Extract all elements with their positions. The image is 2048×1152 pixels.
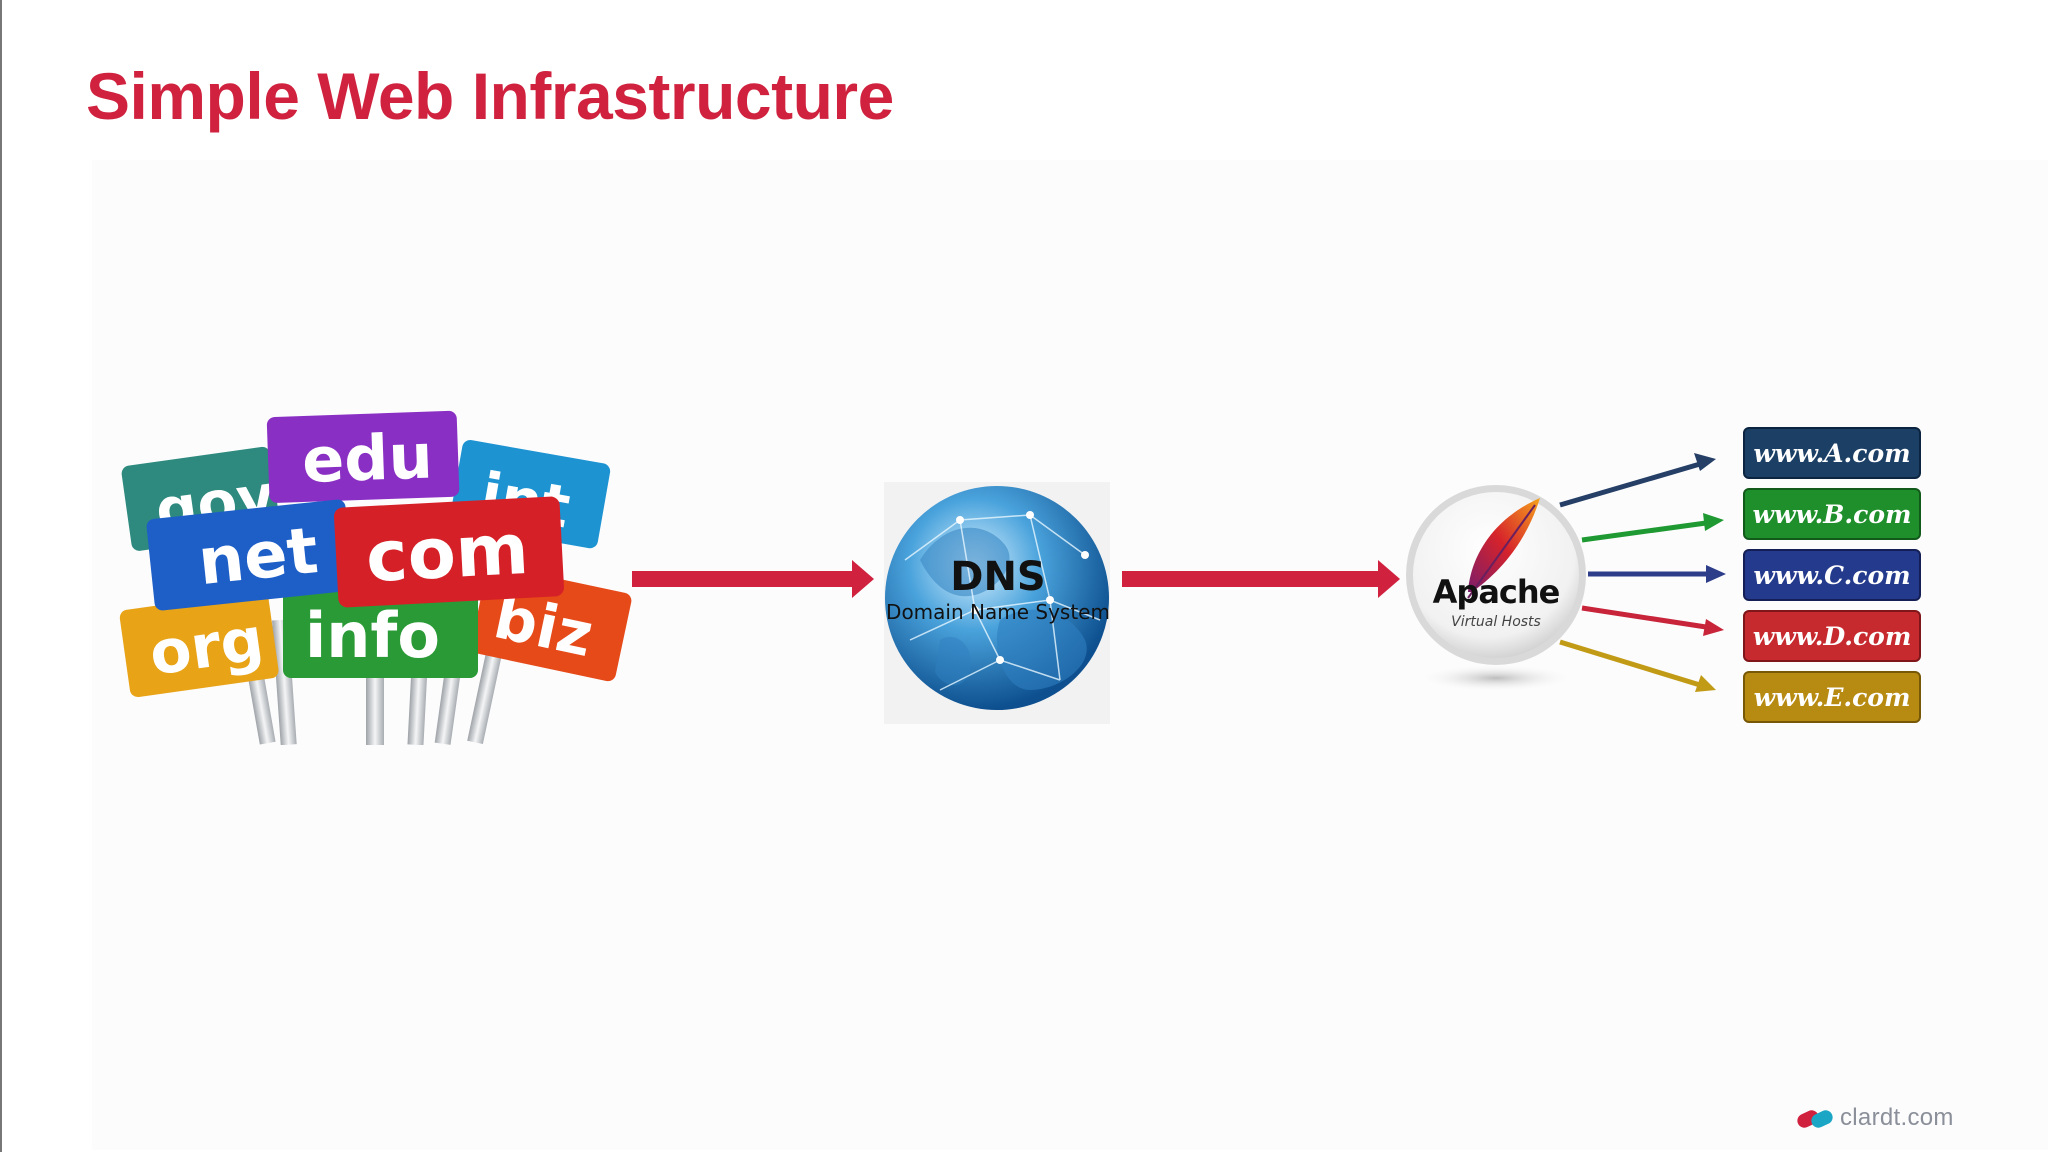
sign-edu-label: edu [301, 419, 434, 497]
arrow-to-www-d [1581, 605, 1707, 630]
sign-com-label: com [364, 508, 531, 598]
sign-crop [120, 745, 540, 775]
slide-title: Simple Web Infrastructure [86, 59, 894, 133]
apache-shadow [1416, 664, 1576, 692]
sign-org [119, 591, 279, 698]
arrow-head [1378, 560, 1400, 598]
arrow-head-www-a [1694, 453, 1716, 471]
globe-continent [996, 609, 1087, 690]
virtual-host-e: www.E.com [1743, 671, 1921, 723]
globe-continent [935, 636, 971, 686]
sign-com [333, 496, 565, 608]
virtual-host-b-label: www.B.com [1753, 500, 1912, 529]
virtual-host-d-label: www.D.com [1753, 622, 1912, 651]
arrow-shaft [632, 571, 864, 587]
arrow-head-www-e [1695, 675, 1716, 692]
arrow-shaft [1122, 571, 1390, 587]
dns-subtitle: Domain Name System [886, 600, 1110, 624]
clardt-logo-icon [1797, 1110, 1833, 1128]
arrow-head-www-b [1703, 513, 1724, 531]
apache-label: Apache [1433, 573, 1560, 611]
arrow-to-www-b [1581, 520, 1707, 543]
arrow-domains-to-dns [632, 560, 874, 598]
sign-net [146, 499, 354, 611]
slide-left-border [0, 0, 2, 1152]
virtual-host-d: www.D.com [1743, 610, 1921, 662]
sign-edu [266, 410, 460, 503]
dns-globe-image: DNS Domain Name System [884, 482, 1110, 724]
apache-subtitle: Virtual Hosts [1451, 614, 1541, 630]
virtual-host-a: www.A.com [1743, 427, 1921, 479]
globe-continent [920, 527, 1010, 597]
dns-label: DNS [950, 554, 1046, 600]
virtual-host-c-label: www.C.com [1753, 561, 1910, 590]
sign-net-label: net [195, 514, 322, 600]
apache-server: Apache Virtual Hosts [1406, 485, 1586, 692]
footer-brand: clardt.com [1840, 1104, 1954, 1131]
sign-info [283, 588, 478, 678]
domain-signs-image: gov int edu org biz info net [119, 410, 632, 775]
arrow-to-www-a [1559, 461, 1701, 508]
virtual-host-c: www.C.com [1743, 549, 1921, 601]
virtual-host-arrows [1559, 453, 1726, 692]
sign-info-label: info [305, 599, 440, 672]
globe-network-nodes [956, 511, 1089, 664]
sign-org-label: org [145, 604, 267, 689]
virtual-host-a-label: www.A.com [1753, 439, 1910, 468]
arrow-to-www-e [1559, 639, 1701, 688]
arrow-head [852, 560, 874, 598]
arrow-dns-to-apache [1122, 560, 1400, 598]
sign-pole [272, 619, 297, 746]
apache-feather-icon [1467, 498, 1540, 599]
apache-disc [1413, 492, 1579, 658]
virtual-host-list: www.A.com www.B.com www.C.com www.D.com … [1743, 427, 1921, 723]
virtual-host-b: www.B.com [1743, 488, 1921, 540]
arrow-head-www-d [1703, 619, 1724, 636]
virtual-host-e-label: www.E.com [1754, 683, 1911, 712]
arrow-head-www-c [1706, 565, 1726, 583]
